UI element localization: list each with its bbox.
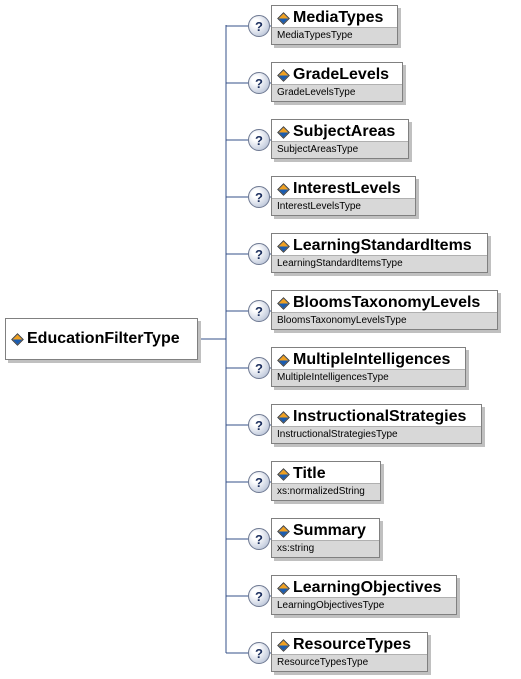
optional-marker-icon: ? (248, 585, 270, 607)
element-type: xs:string (272, 540, 379, 557)
optional-marker-icon: ? (248, 243, 270, 265)
element-type: MultipleIntelligencesType (272, 369, 465, 386)
element-name: Title (293, 465, 326, 482)
element-type: SubjectAreasType (272, 141, 408, 158)
element-name: BloomsTaxonomyLevels (293, 294, 481, 311)
element-header: LearningStandardItems (272, 234, 487, 258)
element-icon (277, 296, 290, 310)
element-name: LearningStandardItems (293, 237, 472, 254)
element-name: MultipleIntelligences (293, 351, 451, 368)
element-header: InstructionalStrategies (272, 405, 481, 429)
element-header: Title (272, 462, 380, 486)
element-type: LearningStandardItemsType (272, 255, 487, 272)
element-header: ResourceTypes (272, 633, 427, 657)
element-name: GradeLevels (293, 66, 390, 83)
element-name: InstructionalStrategies (293, 408, 467, 425)
optional-marker-icon: ? (248, 300, 270, 322)
root-element-name: EducationFilterType (27, 330, 180, 347)
element-type: xs:normalizedString (272, 483, 380, 500)
element-header: BloomsTaxonomyLevels (272, 291, 497, 315)
element-icon (277, 467, 290, 481)
element-icon (11, 332, 24, 346)
optional-marker-icon: ? (248, 357, 270, 379)
element-header: MediaTypes (272, 6, 397, 30)
element-type: BloomsTaxonomyLevelsType (272, 312, 497, 329)
element-icon (277, 524, 290, 538)
element-header: GradeLevels (272, 63, 402, 87)
element-icon (277, 68, 290, 82)
element-icon (277, 182, 290, 196)
element-name: InterestLevels (293, 180, 401, 197)
element-icon (277, 11, 290, 25)
element-name: Summary (293, 522, 366, 539)
root-element-box[interactable]: EducationFilterType (5, 318, 198, 360)
optional-marker-icon: ? (248, 186, 270, 208)
optional-marker-icon: ? (248, 129, 270, 151)
element-header: InterestLevels (272, 177, 415, 201)
element-name: SubjectAreas (293, 123, 396, 140)
element-type: GradeLevelsType (272, 84, 402, 101)
element-type: LearningObjectivesType (272, 597, 456, 614)
element-icon (277, 638, 290, 652)
element-icon (277, 239, 290, 253)
optional-marker-icon: ? (248, 642, 270, 664)
optional-marker-icon: ? (248, 528, 270, 550)
element-header: MultipleIntelligences (272, 348, 465, 372)
element-name: ResourceTypes (293, 636, 411, 653)
optional-marker-icon: ? (248, 471, 270, 493)
element-icon (277, 353, 290, 367)
element-type: ResourceTypesType (272, 654, 427, 671)
element-icon (277, 125, 290, 139)
element-icon (277, 581, 290, 595)
optional-marker-icon: ? (248, 15, 270, 37)
element-header: Summary (272, 519, 379, 543)
element-name: LearningObjectives (293, 579, 442, 596)
root-element-header: EducationFilterType (6, 319, 197, 359)
element-name: MediaTypes (293, 9, 384, 26)
element-type: InstructionalStrategiesType (272, 426, 481, 443)
element-header: SubjectAreas (272, 120, 408, 144)
element-type: InterestLevelsType (272, 198, 415, 215)
element-type: MediaTypesType (272, 27, 397, 44)
optional-marker-icon: ? (248, 72, 270, 94)
element-header: LearningObjectives (272, 576, 456, 600)
optional-marker-icon: ? (248, 414, 270, 436)
element-icon (277, 410, 290, 424)
